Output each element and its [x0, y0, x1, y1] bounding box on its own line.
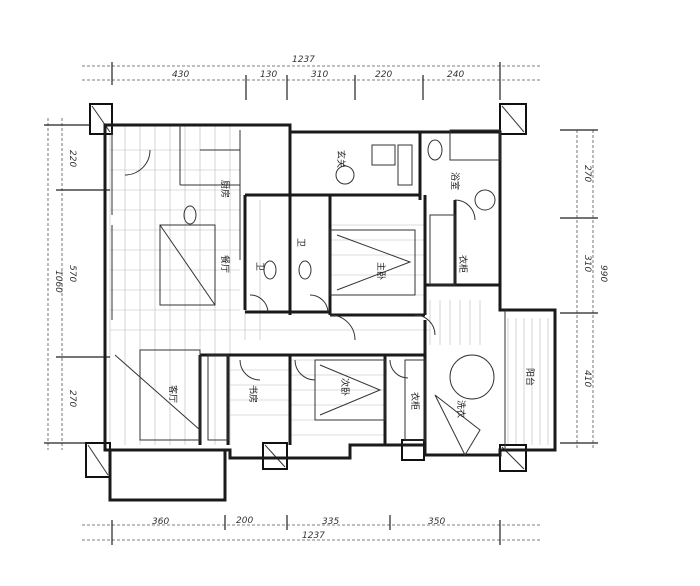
- room-label-dining: 餐厅: [219, 255, 231, 273]
- room-label-laundry: 洗衣: [455, 400, 467, 418]
- room-label-balcony: 阳台: [524, 368, 536, 386]
- room-label-bedroom2: 次卧: [339, 378, 351, 396]
- dim-bottom-2: 200: [236, 516, 253, 526]
- dim-right-1: 270: [582, 165, 592, 182]
- dim-right-total: 990: [598, 265, 608, 282]
- dim-top-5: 240: [447, 70, 464, 80]
- dim-top-4: 220: [375, 70, 392, 80]
- room-label-study: 书房: [247, 385, 259, 403]
- room-labels: 玄关 厨房 餐厅 客厅 书房 次卧 主卧 卫 卫 浴室 衣柜 衣柜 阳台 洗衣: [167, 150, 536, 418]
- dim-right-3: 410: [582, 370, 592, 387]
- dim-left-3: 270: [67, 390, 77, 407]
- dim-top-total: 1237: [292, 55, 315, 65]
- exterior-walls: [103, 123, 557, 502]
- room-label-master-bath: 浴室: [449, 172, 461, 190]
- room-label-living: 客厅: [167, 385, 179, 403]
- dim-bottom-total: 1237: [302, 531, 325, 541]
- room-label-kitchen: 厨房: [219, 180, 231, 198]
- dimension-labels: 1237 430 130 310 220 240 360 200 335 350…: [53, 55, 608, 541]
- dim-top-1: 430: [172, 70, 189, 80]
- dim-top-3: 310: [311, 70, 328, 80]
- room-label-entry: 玄关: [335, 150, 347, 168]
- dim-left-total: 1060: [53, 270, 63, 293]
- dimension-lines: [44, 62, 598, 545]
- dim-bottom-3: 335: [322, 517, 339, 527]
- dim-bottom-1: 360: [152, 517, 169, 527]
- room-label-closet2: 衣柜: [457, 255, 469, 273]
- dim-left-1: 220: [67, 150, 77, 167]
- room-label-closet1: 衣柜: [409, 392, 421, 410]
- room-label-bath2: 卫: [295, 238, 305, 247]
- dim-bottom-4: 350: [428, 517, 445, 527]
- interior-walls: [111, 125, 506, 457]
- dim-left-2: 570: [67, 265, 77, 282]
- dim-right-2: 310: [582, 255, 592, 272]
- room-label-master: 主卧: [375, 262, 387, 280]
- dim-top-2: 130: [260, 70, 277, 80]
- room-label-bath1: 卫: [254, 262, 264, 271]
